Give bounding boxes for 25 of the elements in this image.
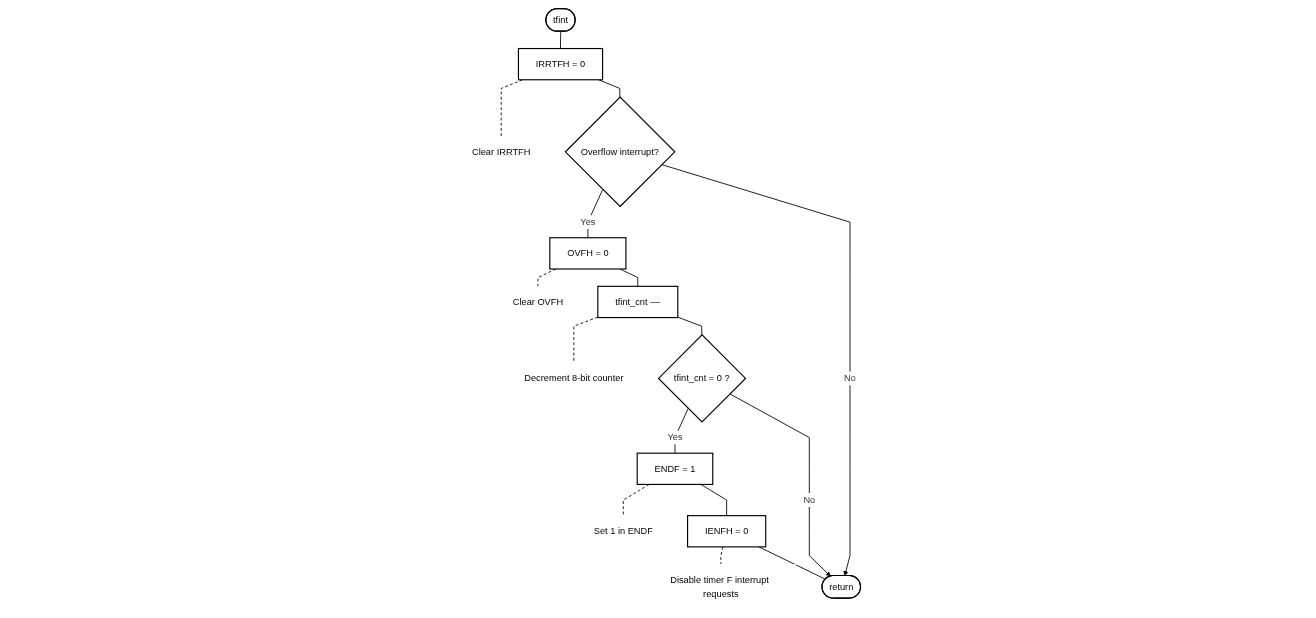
connector [587,189,604,239]
edge-label: Yes [580,216,596,227]
node-text: Set 1 in ENDF [594,526,654,536]
edge-label: No [844,373,857,384]
edge-label: No [803,494,816,505]
node-text: Disable timer F interrupt requests [670,574,770,599]
connector [620,268,639,287]
node-diamond: tfint_cnt = 0 ? [658,334,747,423]
node-box: IENFH = 0 [687,515,767,548]
node-text: Decrement 8-bit counter [524,373,624,384]
node-text: Clear IRRTFH [472,146,531,157]
connector [598,79,621,98]
node-text: Clear OVFH [513,296,564,307]
connector [560,31,562,49]
node-diamond: Overflow interrupt? [565,96,677,208]
node-box: IRRTFH = 0 [518,47,604,81]
edge-label: Yes [667,432,683,443]
node-box: ENDF = 1 [637,452,714,485]
connector [758,546,827,580]
connector [700,484,728,517]
connector [623,484,650,517]
node-box: tfint_cnt –– [597,285,679,319]
node-box: OVFH = 0 [549,237,627,270]
connector [677,316,703,336]
connector [674,407,690,454]
